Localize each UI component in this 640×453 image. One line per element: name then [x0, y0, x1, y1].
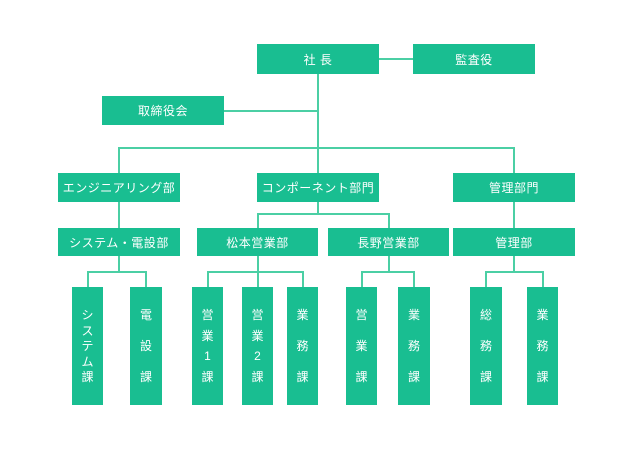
connector-line: [317, 202, 319, 214]
node-division-component: コンポーネント部門: [257, 173, 379, 202]
node-section-gyomu-matsumoto-label: 業務課: [296, 308, 309, 384]
connector-line: [513, 256, 515, 272]
node-president: 社 長: [257, 44, 379, 74]
connector-line: [302, 271, 304, 287]
node-section-somu-label: 総務課: [479, 308, 492, 384]
node-dept-matsumoto-sales-label: 松本営業部: [226, 235, 289, 250]
connector-line: [388, 256, 390, 272]
node-section-eigyo-nagano-label: 営業課: [355, 308, 368, 384]
connector-line: [513, 147, 515, 173]
connector-line: [207, 271, 209, 287]
connector-line: [87, 271, 89, 287]
connector-line: [317, 74, 319, 173]
connector-line: [379, 58, 413, 60]
connector-line: [118, 202, 120, 228]
node-section-somu: 総務課: [470, 287, 502, 405]
node-dept-system-densetsu-label: システム・電設部: [69, 235, 169, 250]
node-dept-nagano-sales: 長野営業部: [328, 228, 449, 256]
node-section-gyomu-kanri-label: 業務課: [536, 308, 549, 384]
connector-line: [118, 256, 120, 272]
node-dept-system-densetsu: システム・電設部: [58, 228, 180, 256]
node-board-label: 取締役会: [137, 104, 188, 118]
node-auditor: 監査役: [413, 44, 535, 74]
node-division-admin-label: 管理部門: [488, 181, 539, 195]
connector-line: [257, 256, 259, 287]
node-dept-matsumoto-sales: 松本営業部: [197, 228, 318, 256]
node-section-system-label: システム課: [81, 308, 94, 384]
connector-line: [257, 213, 389, 215]
connector-line: [542, 271, 544, 287]
connector-line: [513, 202, 515, 228]
connector-line: [485, 271, 487, 287]
node-dept-nagano-sales-label: 長野営業部: [357, 235, 420, 250]
connector-line: [224, 110, 318, 112]
node-division-component-label: コンポーネント部門: [261, 181, 375, 195]
node-section-gyomu-matsumoto: 業務課: [287, 287, 318, 405]
node-president-label: 社 長: [303, 52, 333, 67]
node-division-admin: 管理部門: [453, 173, 575, 202]
node-dept-kanri: 管理部: [453, 228, 575, 256]
connector-line: [361, 271, 363, 287]
node-dept-kanri-label: 管理部: [495, 235, 533, 250]
node-section-gyomu-kanri: 業務課: [527, 287, 558, 405]
connector-line: [388, 213, 390, 228]
connector-line: [118, 147, 514, 149]
node-section-densetsu-label: 電設課: [139, 308, 152, 384]
connector-line: [118, 147, 120, 173]
connector-line: [361, 271, 414, 273]
node-board: 取締役会: [102, 96, 224, 125]
node-division-engineering-label: エンジニアリング部: [62, 181, 176, 195]
node-section-gyomu-nagano-label: 業務課: [407, 308, 420, 384]
node-section-system: システム課: [72, 287, 103, 405]
node-section-eigyo-nagano: 営業課: [346, 287, 377, 405]
connector-line: [257, 213, 259, 228]
connector-line: [87, 271, 147, 273]
connector-line: [145, 271, 147, 287]
node-auditor-label: 監査役: [455, 52, 493, 67]
node-section-densetsu: 電設課: [130, 287, 162, 405]
node-section-gyomu-nagano: 業務課: [398, 287, 430, 405]
connector-line: [207, 271, 303, 273]
connector-line: [413, 271, 415, 287]
node-division-engineering: エンジニアリング部: [58, 173, 180, 202]
